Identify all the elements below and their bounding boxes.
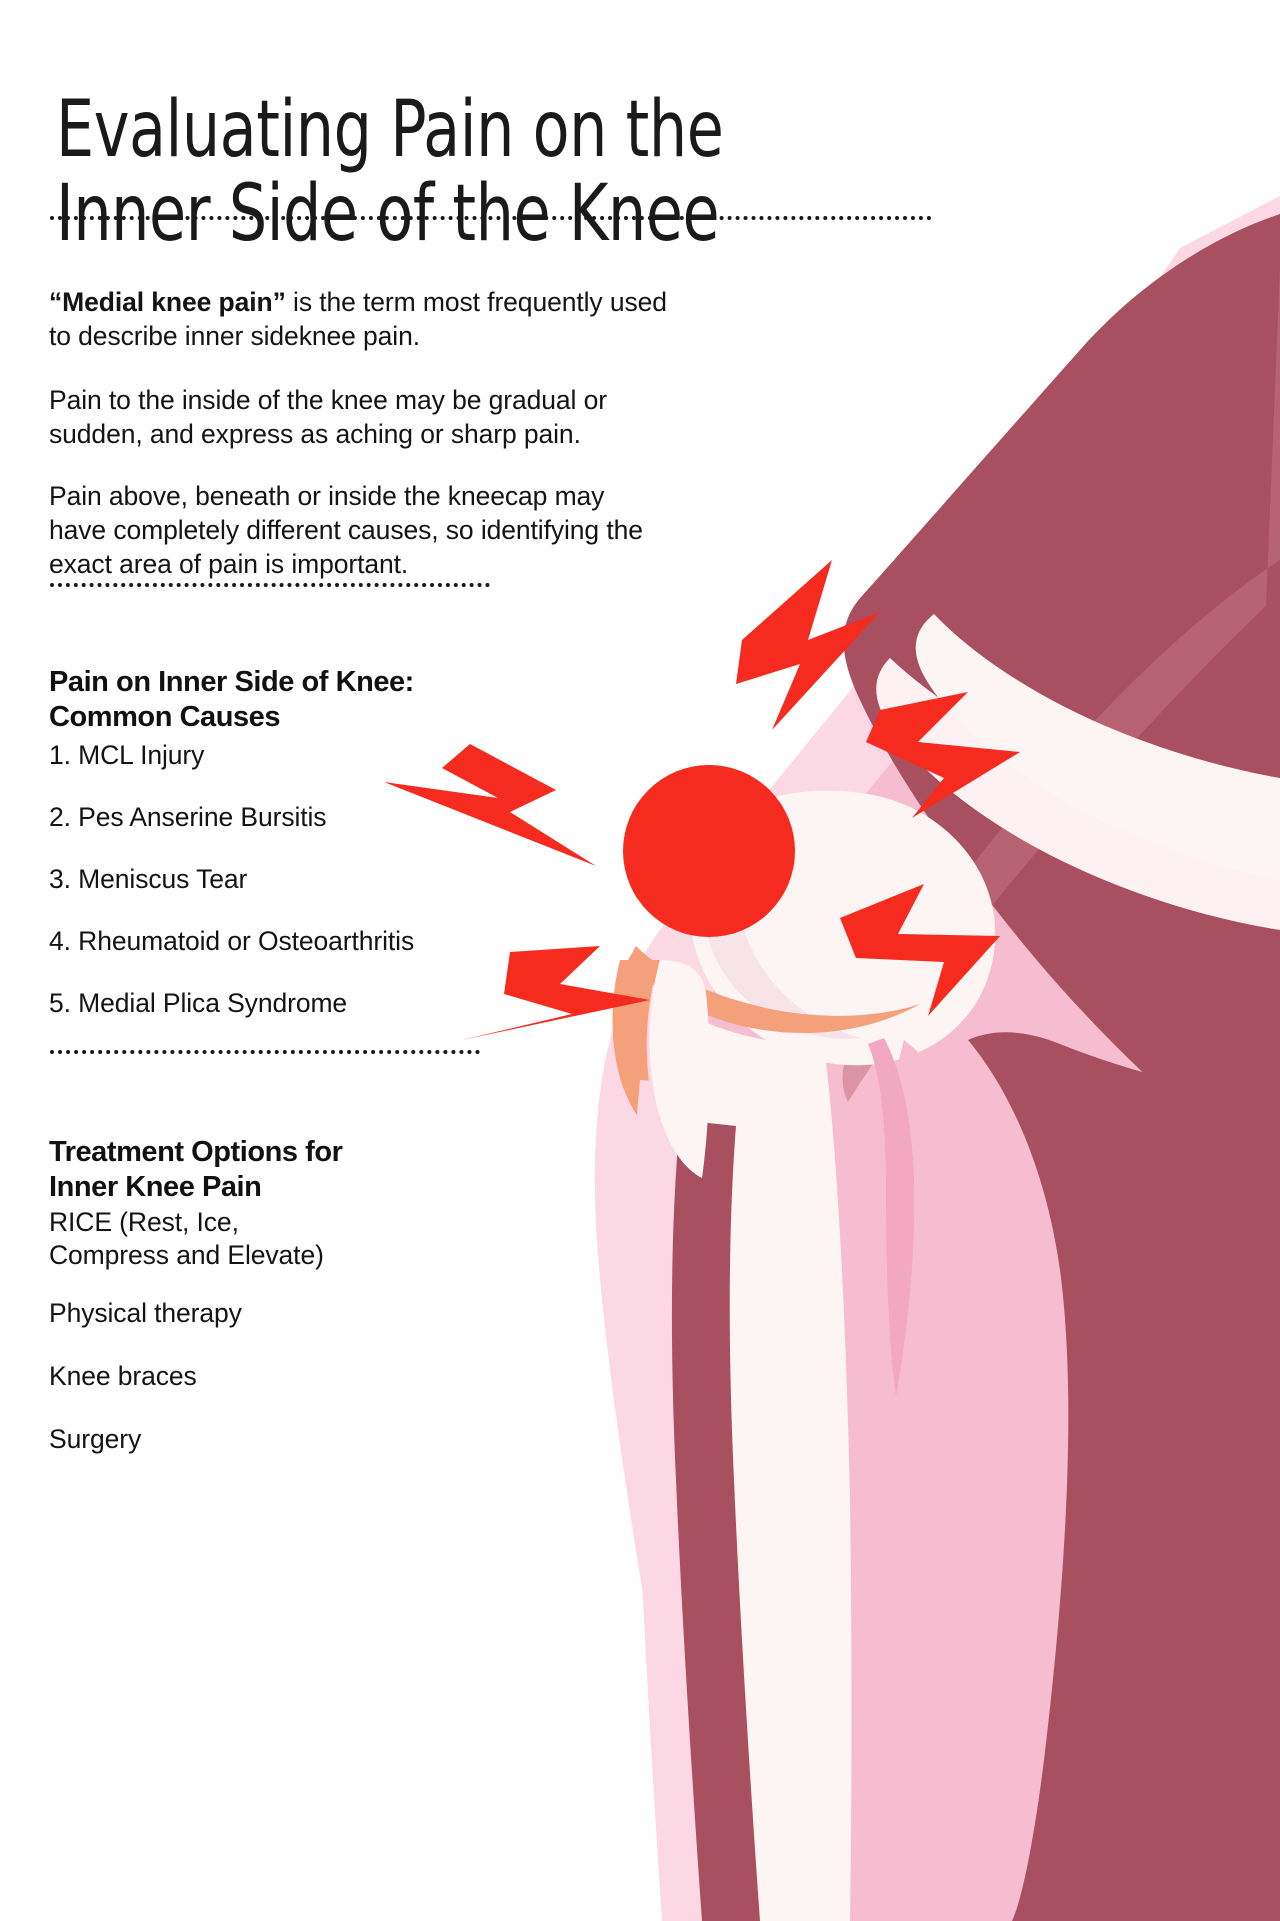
intro-paragraph-3: Pain above, beneath or inside the kneeca… (49, 480, 643, 580)
causes-heading-line-2: Common Causes (49, 700, 281, 733)
page-title: Evaluating Pain on the Inner Side of the… (56, 88, 933, 256)
intro-term-bold: “Medial knee pain” (49, 286, 286, 317)
intro-paragraph-2: Pain to the inside of the knee may be gr… (49, 384, 607, 449)
treatment-list-item: Knee braces (49, 1361, 197, 1391)
divider-treatment (50, 1050, 480, 1054)
treatment-list-item: Physical therapy (49, 1298, 242, 1328)
cause-list-item: 2. Pes Anserine Bursitis (49, 802, 327, 832)
cause-list-item: 1. MCL Injury (49, 740, 205, 770)
treatment-heading: Treatment Options for Inner Knee Pain (49, 1135, 669, 1205)
treatment-list-item: Surgery (49, 1424, 142, 1454)
cause-list-item: 5. Medial Plica Syndrome (49, 988, 348, 1018)
causes-heading: Pain on Inner Side of Knee: Common Cause… (49, 665, 669, 735)
treatment-heading-line-2: Inner Knee Pain (49, 1170, 262, 1203)
divider-top (50, 216, 932, 220)
page-title-line-1: Evaluating Pain on the (56, 85, 724, 176)
cause-list-item: 3. Meniscus Tear (49, 864, 248, 894)
causes-heading-line-1: Pain on Inner Side of Knee: (49, 666, 414, 699)
treatment-heading-line-1: Treatment Options for (49, 1136, 343, 1169)
divider-causes (50, 583, 490, 587)
page-title-line-2: Inner Side of the Knee (56, 169, 720, 260)
treatment-list-item: RICE (Rest, Ice, Compress and Elevate) (49, 1207, 324, 1271)
cause-list-item: 4. Rheumatoid or Osteoarthritis (49, 926, 415, 956)
intro-paragraph-1: “Medial knee pain” is the term most freq… (49, 285, 667, 354)
